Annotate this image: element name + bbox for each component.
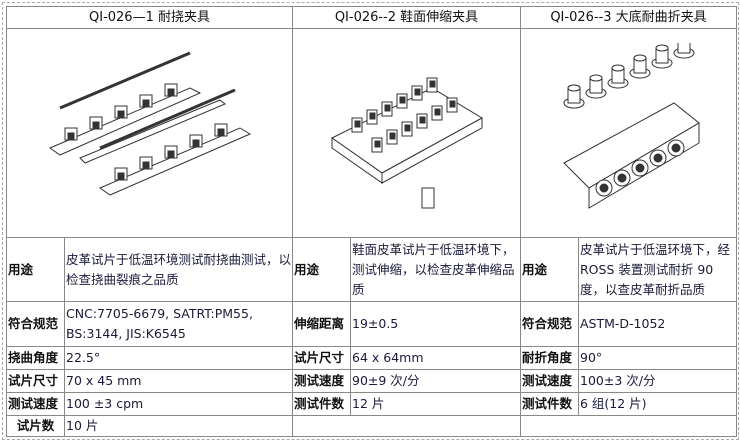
label: 用途 <box>292 237 351 302</box>
label: 测试速度 <box>292 369 351 393</box>
value: 鞋面皮革试片于低温环境下，测试伸缩，以检查皮革伸缩品质 <box>350 237 521 302</box>
value: 皮革试片于低温环境测试耐挠曲测试，以检查挠曲裂痕之品质 <box>64 237 293 302</box>
empty-cell <box>520 415 737 437</box>
value: 70 x 45 mm <box>64 369 293 393</box>
column-title-2: QI-026--2 鞋面伸缩夹具 <box>292 6 521 29</box>
label: 用途 <box>520 237 579 302</box>
value: 100 ±3 cpm <box>64 392 293 416</box>
column-title-1: QI-026—1 耐挠夹具 <box>6 6 293 29</box>
label: 试片数 <box>6 415 65 437</box>
label: 符合规范 <box>520 301 579 347</box>
label: 测试速度 <box>6 392 65 416</box>
label: 试片尺寸 <box>6 369 65 393</box>
stretch-fixture-image <box>292 28 521 238</box>
label: 测试速度 <box>520 369 579 393</box>
flex-fixture-image <box>6 28 293 238</box>
value: 19±0.5 <box>350 301 521 347</box>
label: 测试件数 <box>292 392 351 416</box>
value: 10 片 <box>64 415 293 437</box>
value: 90±9 次/分 <box>350 369 521 393</box>
value: 100±3 次/分 <box>578 369 737 393</box>
fixture-spec-table: QI-026—1 耐挠夹具 QI-026--2 鞋面伸缩夹具 QI-026--3… <box>6 6 737 437</box>
label: 伸缩距离 <box>292 301 351 347</box>
value: CNC:7705-6679, SATRT:PM55, BS:3144, JIS:… <box>64 301 293 347</box>
value: 22.5° <box>64 346 293 370</box>
label: 测试件数 <box>520 392 579 416</box>
value: ASTM-D-1052 <box>578 301 737 347</box>
value: 12 片 <box>350 392 521 416</box>
column-title-3: QI-026--3 大底耐曲折夹具 <box>520 6 737 29</box>
sole-flex-fixture-image <box>520 28 737 238</box>
label: 符合规范 <box>6 301 65 347</box>
label: 用途 <box>6 237 65 302</box>
empty-cell <box>292 415 521 437</box>
value: 6 组(12 片) <box>578 392 737 416</box>
label: 试片尺寸 <box>292 346 351 370</box>
label: 挠曲角度 <box>6 346 65 370</box>
value: 64 x 64mm <box>350 346 521 370</box>
label: 耐折角度 <box>520 346 579 370</box>
value: 皮革试片于低温环境下，经ROSS 装置测试耐折 90 度，以查皮革耐折品质 <box>578 237 737 302</box>
value: 90° <box>578 346 737 370</box>
